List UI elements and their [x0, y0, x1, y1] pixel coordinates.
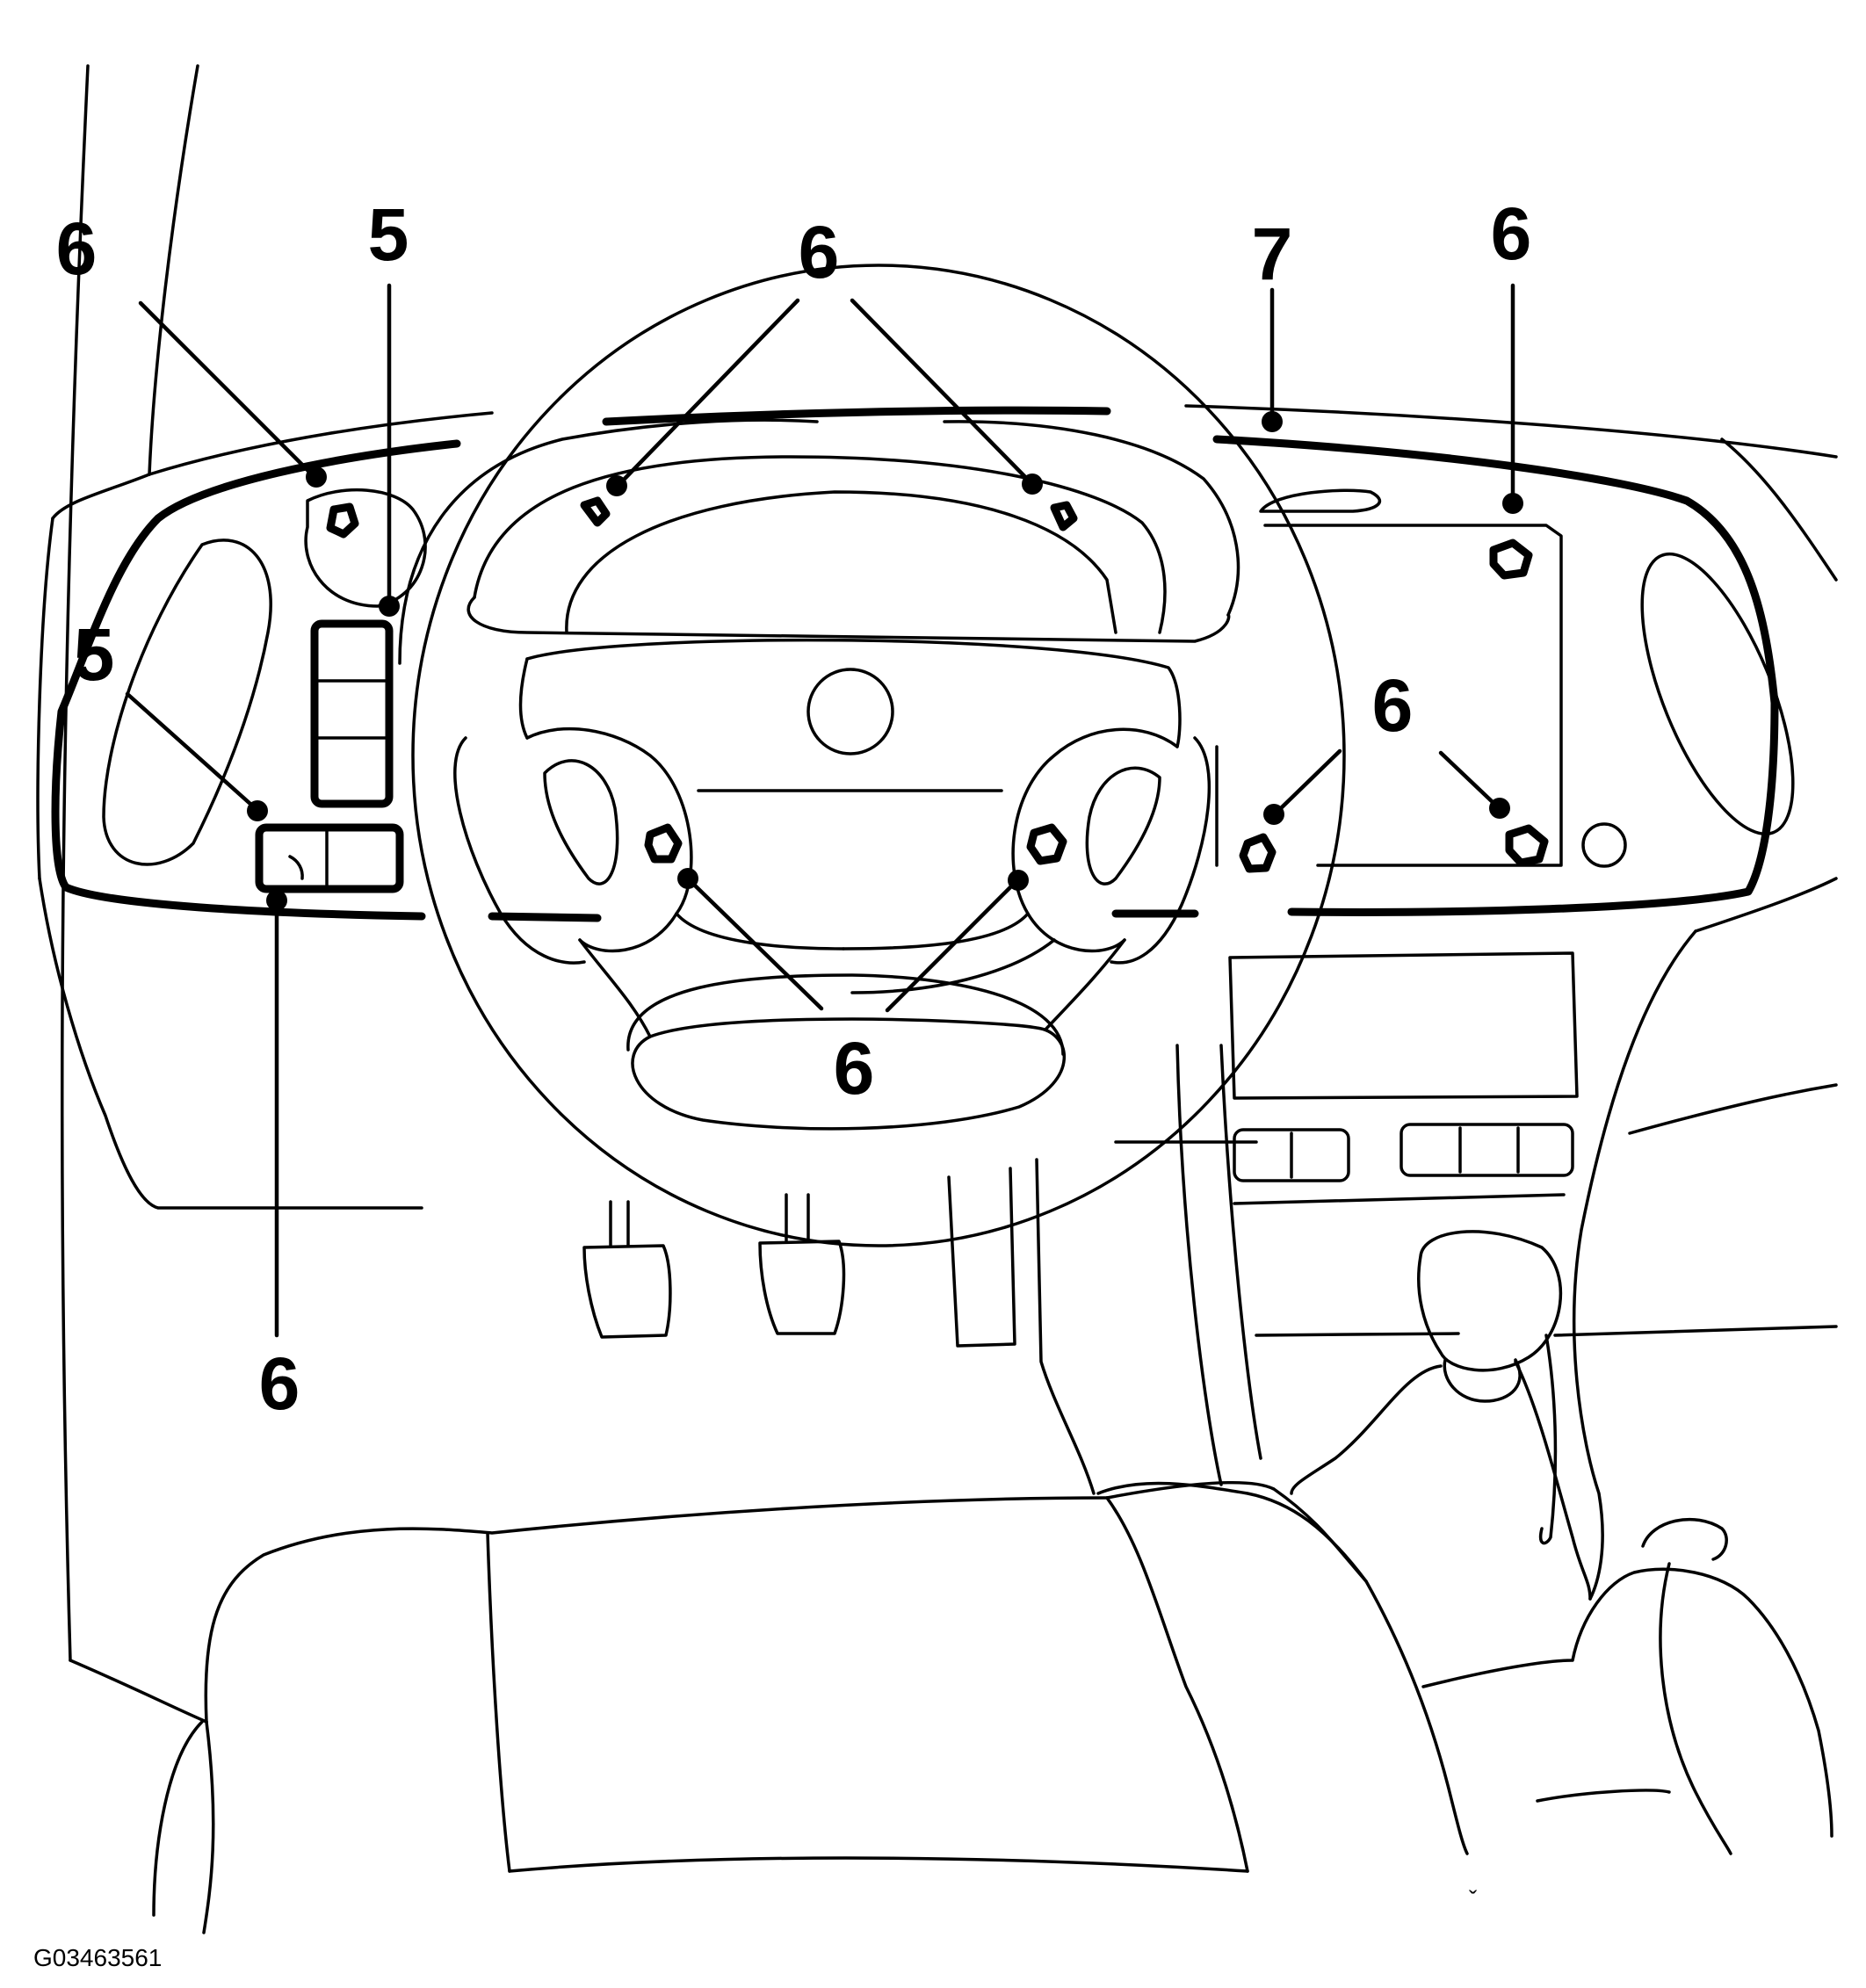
callout-top-right-6: 6: [1491, 192, 1532, 275]
callout-top-right-7: 7: [1252, 213, 1293, 295]
a-pillar: [36, 64, 208, 1724]
switch-blocks: [255, 619, 404, 893]
figure-id: G03463561: [33, 1944, 162, 1971]
callout-left-5: 5: [74, 613, 115, 696]
dot-bottom-left-6: [266, 890, 287, 911]
dot-top-right-6: [1502, 493, 1523, 514]
callout-top-center-6: 6: [799, 211, 840, 293]
callout-dots: [247, 411, 1523, 911]
dashboard-top: [148, 404, 1838, 933]
callout-upper-left-6: 6: [56, 207, 98, 290]
steering-wheel: [398, 264, 1346, 1247]
callout-bottom-center-6: 6: [834, 1027, 875, 1110]
gauge-cluster: [102, 488, 1795, 868]
center-console: [1035, 929, 1838, 1601]
bolt-heads: [326, 496, 1549, 873]
dot-upper-left-5: [379, 596, 400, 617]
instrument-panel-trim: [51, 406, 1779, 922]
callout-upper-left-5: 5: [368, 193, 409, 276]
callout-right-6: 6: [1372, 664, 1414, 747]
callout-bottom-left-6: 6: [259, 1342, 300, 1425]
corner-mark: ˇ: [1469, 1886, 1478, 1913]
dot-top-right-7: [1262, 411, 1283, 432]
seat: [152, 1480, 1833, 1934]
callout-labels: 6 5 5 6 6 6 7 6 6: [56, 192, 1532, 1425]
leader-lines: [125, 283, 1515, 1338]
pedals: [38, 877, 1258, 1348]
